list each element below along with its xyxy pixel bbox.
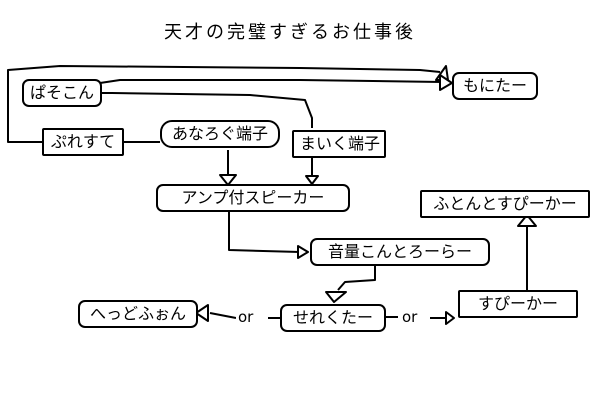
diagram-title: 天才の完璧すぎるお仕事後 — [164, 22, 416, 43]
edge-pc-mic — [100, 92, 313, 128]
arrowhead-speaker-futon — [517, 214, 537, 227]
node-monitor: もにたー — [452, 72, 538, 100]
arrowhead-analog-amp — [219, 174, 237, 186]
node-speaker: すぴーかー — [458, 290, 578, 318]
arrowhead-selector-speaker — [445, 311, 455, 325]
or-label-left: or — [236, 308, 256, 326]
arrowhead-amp-volume — [297, 245, 309, 259]
arrowhead-selector-headphone — [195, 304, 209, 322]
node-amp-speaker: アンプ付スピーカー — [156, 184, 350, 212]
edge-volume-selector — [337, 264, 376, 291]
node-mic: まいく端子 — [292, 130, 386, 158]
node-futon-speaker: ふとんとすぴーかー — [420, 190, 590, 218]
arrowhead-mic-amp — [305, 175, 319, 185]
or-label-right: or — [400, 308, 420, 326]
node-station: ぷれすて — [42, 128, 124, 156]
edge-amp-volume — [228, 208, 301, 253]
node-pc: ぱそこん — [22, 79, 102, 107]
arrowhead-pc-monitor — [439, 74, 453, 91]
edge-station-monitor — [7, 65, 441, 143]
arrowhead-volume-selector — [325, 291, 347, 303]
node-headphone: へっどふぉん — [78, 300, 198, 328]
node-analog: あなろぐ端子 — [160, 120, 280, 148]
node-selector: せれくたー — [280, 304, 386, 332]
edge-pc-monitor — [99, 79, 443, 84]
node-volume-controller: 音量こんとろーらー — [310, 238, 490, 266]
